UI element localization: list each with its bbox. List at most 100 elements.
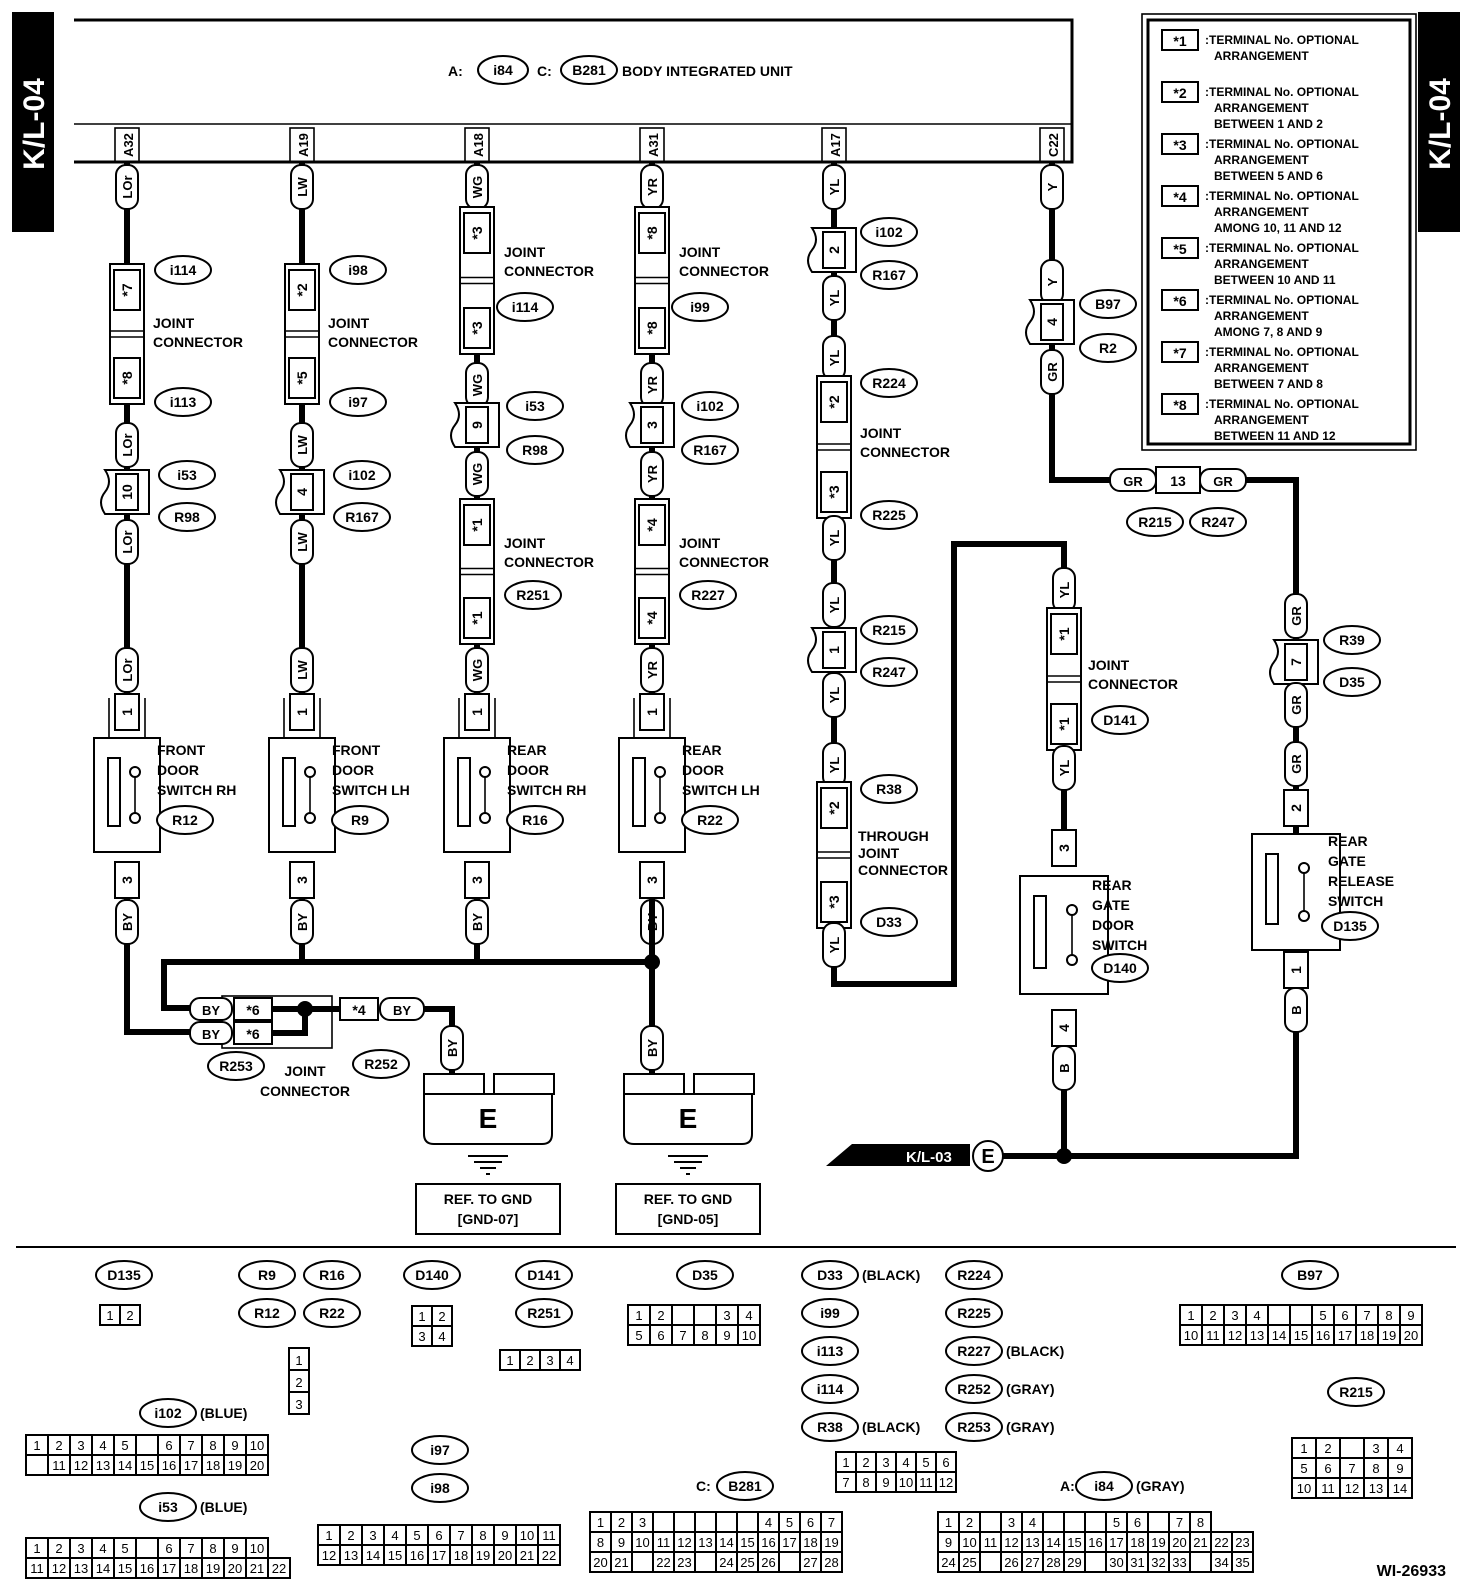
- connector-pin-number: 34: [1214, 1555, 1228, 1570]
- connector-id-oval: [945, 1412, 1003, 1442]
- connector-id-oval: [679, 580, 737, 610]
- connector-pin-number: 5: [922, 1455, 929, 1470]
- joint-pin-label: *8: [644, 321, 660, 334]
- connector-pin-number: 21: [520, 1548, 534, 1563]
- connector-id: i102: [696, 398, 723, 414]
- connector-pin-number: 3: [418, 1329, 425, 1344]
- connector-id: R227: [691, 587, 725, 603]
- legend-text: ARRANGEMENT: [1214, 413, 1309, 427]
- connector-pin-number: 4: [99, 1438, 106, 1453]
- connector-note: (BLACK): [1006, 1343, 1064, 1359]
- connector-pin-number: 18: [1130, 1535, 1144, 1550]
- connector-pin-number: 12: [74, 1458, 88, 1473]
- connector-cell: [715, 1511, 738, 1533]
- wire-color-tag: [465, 647, 489, 693]
- connector-pin-number: 3: [77, 1438, 84, 1453]
- connector-id-oval: [945, 1260, 1003, 1290]
- connector-pin-number: 9: [945, 1535, 952, 1550]
- wire-color-tag: [115, 647, 139, 693]
- joint-pin-box: [288, 357, 316, 399]
- connector-pin-number: 13: [96, 1458, 110, 1473]
- unit-a-conn-oval: [477, 55, 529, 85]
- inline-pin-box: [465, 406, 489, 444]
- joint-pin-label: *4: [644, 518, 660, 531]
- ground-terminal-body: [423, 1093, 553, 1145]
- wire-color-label: GR: [1123, 474, 1143, 489]
- connector-pin-number: 3: [1008, 1515, 1015, 1530]
- switch-pin-label: 3: [644, 876, 660, 884]
- joint-pin-label: *1: [469, 611, 485, 624]
- connector-id-oval: [139, 1398, 197, 1428]
- joint-connector-label: JOINT: [153, 315, 195, 331]
- connector-pin-number: 10: [635, 1535, 649, 1550]
- wire-color-tag: [189, 997, 233, 1021]
- connector-id: D35: [1339, 674, 1365, 690]
- connector-pin-number: 3: [723, 1308, 730, 1323]
- connector-pin-number: 9: [882, 1475, 889, 1490]
- connector-pin-number: 17: [162, 1561, 176, 1576]
- connector-id-oval: [411, 1473, 469, 1503]
- connector-pin-number: 9: [618, 1535, 625, 1550]
- switch-terminal: [304, 812, 316, 824]
- connector-pin-number: 27: [803, 1555, 817, 1570]
- wire-color-label: YL: [827, 530, 842, 547]
- switch-terminal: [1298, 862, 1310, 874]
- connector-pin-number: 27: [1025, 1555, 1039, 1570]
- connector-pin-number: 28: [1046, 1555, 1060, 1570]
- connector-id-oval: [303, 1298, 361, 1328]
- legend-star: *6: [1173, 293, 1186, 309]
- connector-pin-number: 22: [542, 1548, 556, 1563]
- connector-pin-number: 6: [1341, 1308, 1348, 1323]
- switch-body: [618, 737, 686, 853]
- connector-pin-number: 2: [126, 1308, 133, 1323]
- connector-id-oval: [860, 368, 918, 398]
- connector-pin-number: 7: [187, 1541, 194, 1556]
- connector-cell: [1267, 1304, 1291, 1326]
- joint-pin-box: [113, 269, 141, 311]
- wire-color-tag: [465, 451, 489, 497]
- connector-pin-number: 15: [1067, 1535, 1081, 1550]
- connector-pin-number: 2: [657, 1308, 664, 1323]
- connector-id-oval: [1079, 333, 1137, 363]
- connector-id-oval: [238, 1298, 296, 1328]
- connector-pin-number: 2: [55, 1438, 62, 1453]
- connector-id: i102: [154, 1405, 181, 1421]
- connector-pin-number: 19: [1382, 1328, 1396, 1343]
- wire-color-tag: [189, 1021, 233, 1045]
- connector-pin-number: 20: [228, 1561, 242, 1576]
- wire-color-label: LW: [295, 435, 310, 455]
- joint-pin-label: *1: [469, 518, 485, 531]
- wire-color-label: WG: [470, 463, 485, 485]
- wire-color-tag: [822, 275, 846, 321]
- connector-cell: [1189, 1551, 1212, 1573]
- connector-cell: [737, 1324, 761, 1346]
- joint-pin-box: [1050, 613, 1078, 655]
- connector-id-oval: [411, 1435, 469, 1465]
- connector-id-oval: [1126, 507, 1184, 537]
- joint-connector-label: CONNECTOR: [153, 334, 243, 350]
- wire-color-label: GR: [1289, 754, 1304, 774]
- switch-label: REAR: [507, 742, 547, 758]
- switch-label: GATE: [1092, 897, 1130, 913]
- switch-terminal: [479, 766, 491, 778]
- ground-ref-gnd: [GND-05]: [658, 1211, 719, 1227]
- joint-pin-box: [463, 597, 491, 639]
- joint-pin-box: [463, 504, 491, 546]
- connector-pin-number: 14: [366, 1548, 380, 1563]
- switch-pin-box: [289, 693, 315, 731]
- connector-pin-number: 28: [824, 1555, 838, 1570]
- joint-pin-box: [463, 212, 491, 254]
- connector-pin-number: 5: [1300, 1461, 1307, 1476]
- connector-pin-number: 1: [1300, 1441, 1307, 1456]
- connector-cell: [1147, 1511, 1170, 1533]
- connector-pin-number: 8: [1197, 1515, 1204, 1530]
- connector-id-oval: [156, 805, 214, 835]
- connector-id-oval: [681, 391, 739, 421]
- connector-pin-number: 4: [765, 1515, 772, 1530]
- connector-pin-number: 13: [1025, 1535, 1039, 1550]
- connector-cell: [671, 1304, 695, 1326]
- connector-pin-number: 17: [1338, 1328, 1352, 1343]
- wire-color-label: BY: [202, 1003, 220, 1018]
- connector-pin-number: 11: [657, 1535, 671, 1550]
- wire-junction: [1056, 1148, 1072, 1164]
